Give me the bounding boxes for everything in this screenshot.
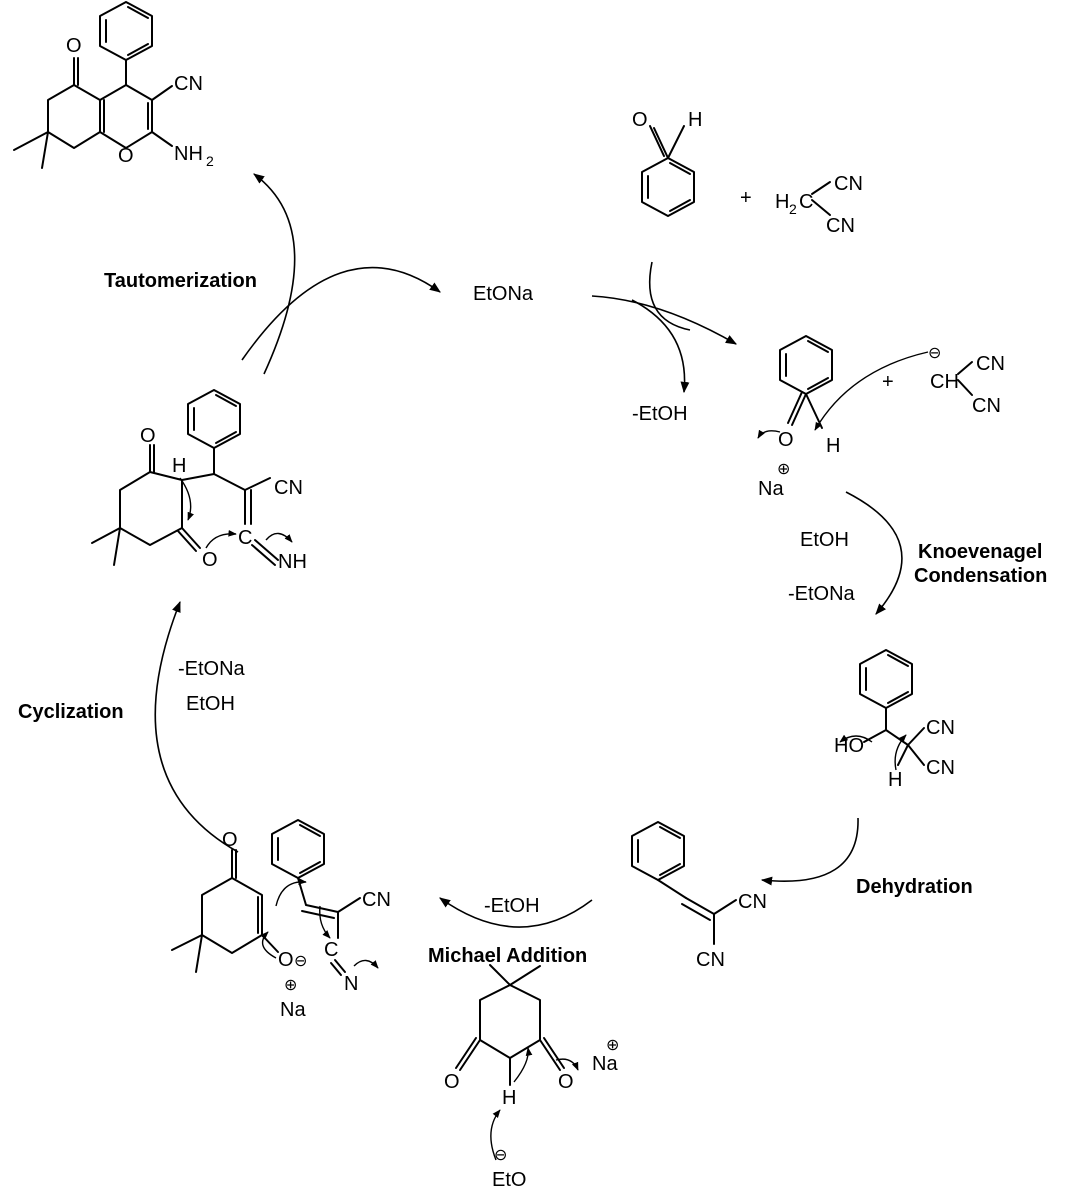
svg-text:H: H — [172, 455, 186, 477]
svg-text:Na: Na — [280, 999, 306, 1021]
svg-text:CN: CN — [738, 891, 767, 913]
svg-text:O: O — [202, 549, 218, 571]
benzaldehyde-activated: O H Na ⊕ — [757, 335, 840, 500]
step-condensation: Condensation — [914, 565, 1047, 587]
product-nh2-label: NH — [174, 143, 203, 165]
svg-text:CN: CN — [976, 353, 1005, 375]
step-michael-addition: Michael Addition — [428, 945, 587, 967]
step-cyclization: Cyclization — [18, 701, 124, 723]
benzylidene-malononitrile: CN CN — [631, 821, 767, 971]
svg-text:H: H — [775, 191, 789, 213]
svg-text:CN: CN — [274, 477, 303, 499]
svg-text:Na: Na — [758, 478, 784, 500]
svg-text:C: C — [238, 527, 252, 549]
product-chromene: O O CN NH 2 — [13, 1, 214, 169]
benzaldehyde: O H — [632, 109, 702, 217]
svg-text:C: C — [324, 939, 338, 961]
product-nh2-sub: 2 — [206, 153, 214, 169]
cycle-arrows — [154, 173, 903, 928]
svg-text:⊕: ⊕ — [284, 975, 297, 994]
svg-text:Na: Na — [592, 1053, 618, 1075]
svg-text:H: H — [688, 109, 702, 131]
svg-text:CN: CN — [926, 757, 955, 779]
svg-text:CH: CH — [930, 371, 959, 393]
aldol-adduct: HO CN CN H — [834, 649, 955, 791]
svg-text:HO: HO — [834, 735, 864, 757]
svg-text:EtO: EtO — [492, 1169, 526, 1190]
svg-text:N: N — [344, 973, 358, 995]
svg-text:⊖: ⊖ — [928, 343, 941, 362]
plus-sign-top: + — [740, 187, 752, 209]
plus-sign-mid: + — [882, 371, 894, 393]
svg-text:⊖: ⊖ — [294, 951, 307, 970]
svg-text:O: O — [278, 949, 294, 971]
svg-text:CN: CN — [972, 395, 1001, 417]
svg-text:CN: CN — [834, 173, 863, 195]
svg-text:O: O — [140, 425, 156, 447]
step-tautomerization: Tautomerization — [104, 270, 257, 292]
step-knoevenagel: Knoevenagel — [918, 541, 1042, 563]
svg-text:O: O — [558, 1071, 574, 1093]
svg-text:CN: CN — [696, 949, 725, 971]
dimedone-enolate-source: O O H Na ⊕ ⊖ EtO — [444, 964, 619, 1190]
svg-text:⊕: ⊕ — [777, 459, 790, 478]
malononitrile-carbanion: ⊖ CH CN CN — [814, 343, 1005, 431]
svg-text:C: C — [799, 191, 813, 213]
reagent-minus-etona-left: -EtONa — [178, 658, 246, 680]
svg-text:H: H — [826, 435, 840, 457]
reagent-etoh-right: EtOH — [800, 529, 849, 551]
byproduct-etoh-top: -EtOH — [632, 403, 688, 425]
svg-text:O: O — [444, 1071, 460, 1093]
product-phenyl-ring — [99, 1, 153, 61]
step-dehydration: Dehydration — [856, 876, 973, 898]
catalyst-etona: EtONa — [473, 283, 534, 305]
svg-text:NH: NH — [278, 551, 307, 573]
svg-text:CN: CN — [826, 215, 855, 237]
product-oxo-label: O — [66, 35, 82, 57]
svg-text:⊖: ⊖ — [494, 1145, 507, 1164]
reagent-etoh-left: EtOH — [186, 693, 235, 715]
svg-text:CN: CN — [926, 717, 955, 739]
svg-text:⊕: ⊕ — [606, 1035, 619, 1054]
malononitrile: H 2 C CN CN — [775, 173, 863, 237]
product-ring-o-label: O — [118, 145, 134, 167]
michael-complex: CN C N O O ⊖ ⊕ Na — [171, 819, 391, 1021]
svg-text:H: H — [502, 1087, 516, 1109]
svg-text:H: H — [888, 769, 902, 791]
product-cn-label: CN — [174, 73, 203, 95]
svg-text:O: O — [632, 109, 648, 131]
reagent-minus-etona-right: -EtONa — [788, 583, 856, 605]
svg-text:O: O — [778, 429, 794, 451]
cyclization-intermediate: CN C NH O H O — [91, 389, 307, 573]
svg-text:2: 2 — [789, 201, 797, 217]
svg-text:CN: CN — [362, 889, 391, 911]
byproduct-etoh-bottom: -EtOH — [484, 895, 540, 917]
